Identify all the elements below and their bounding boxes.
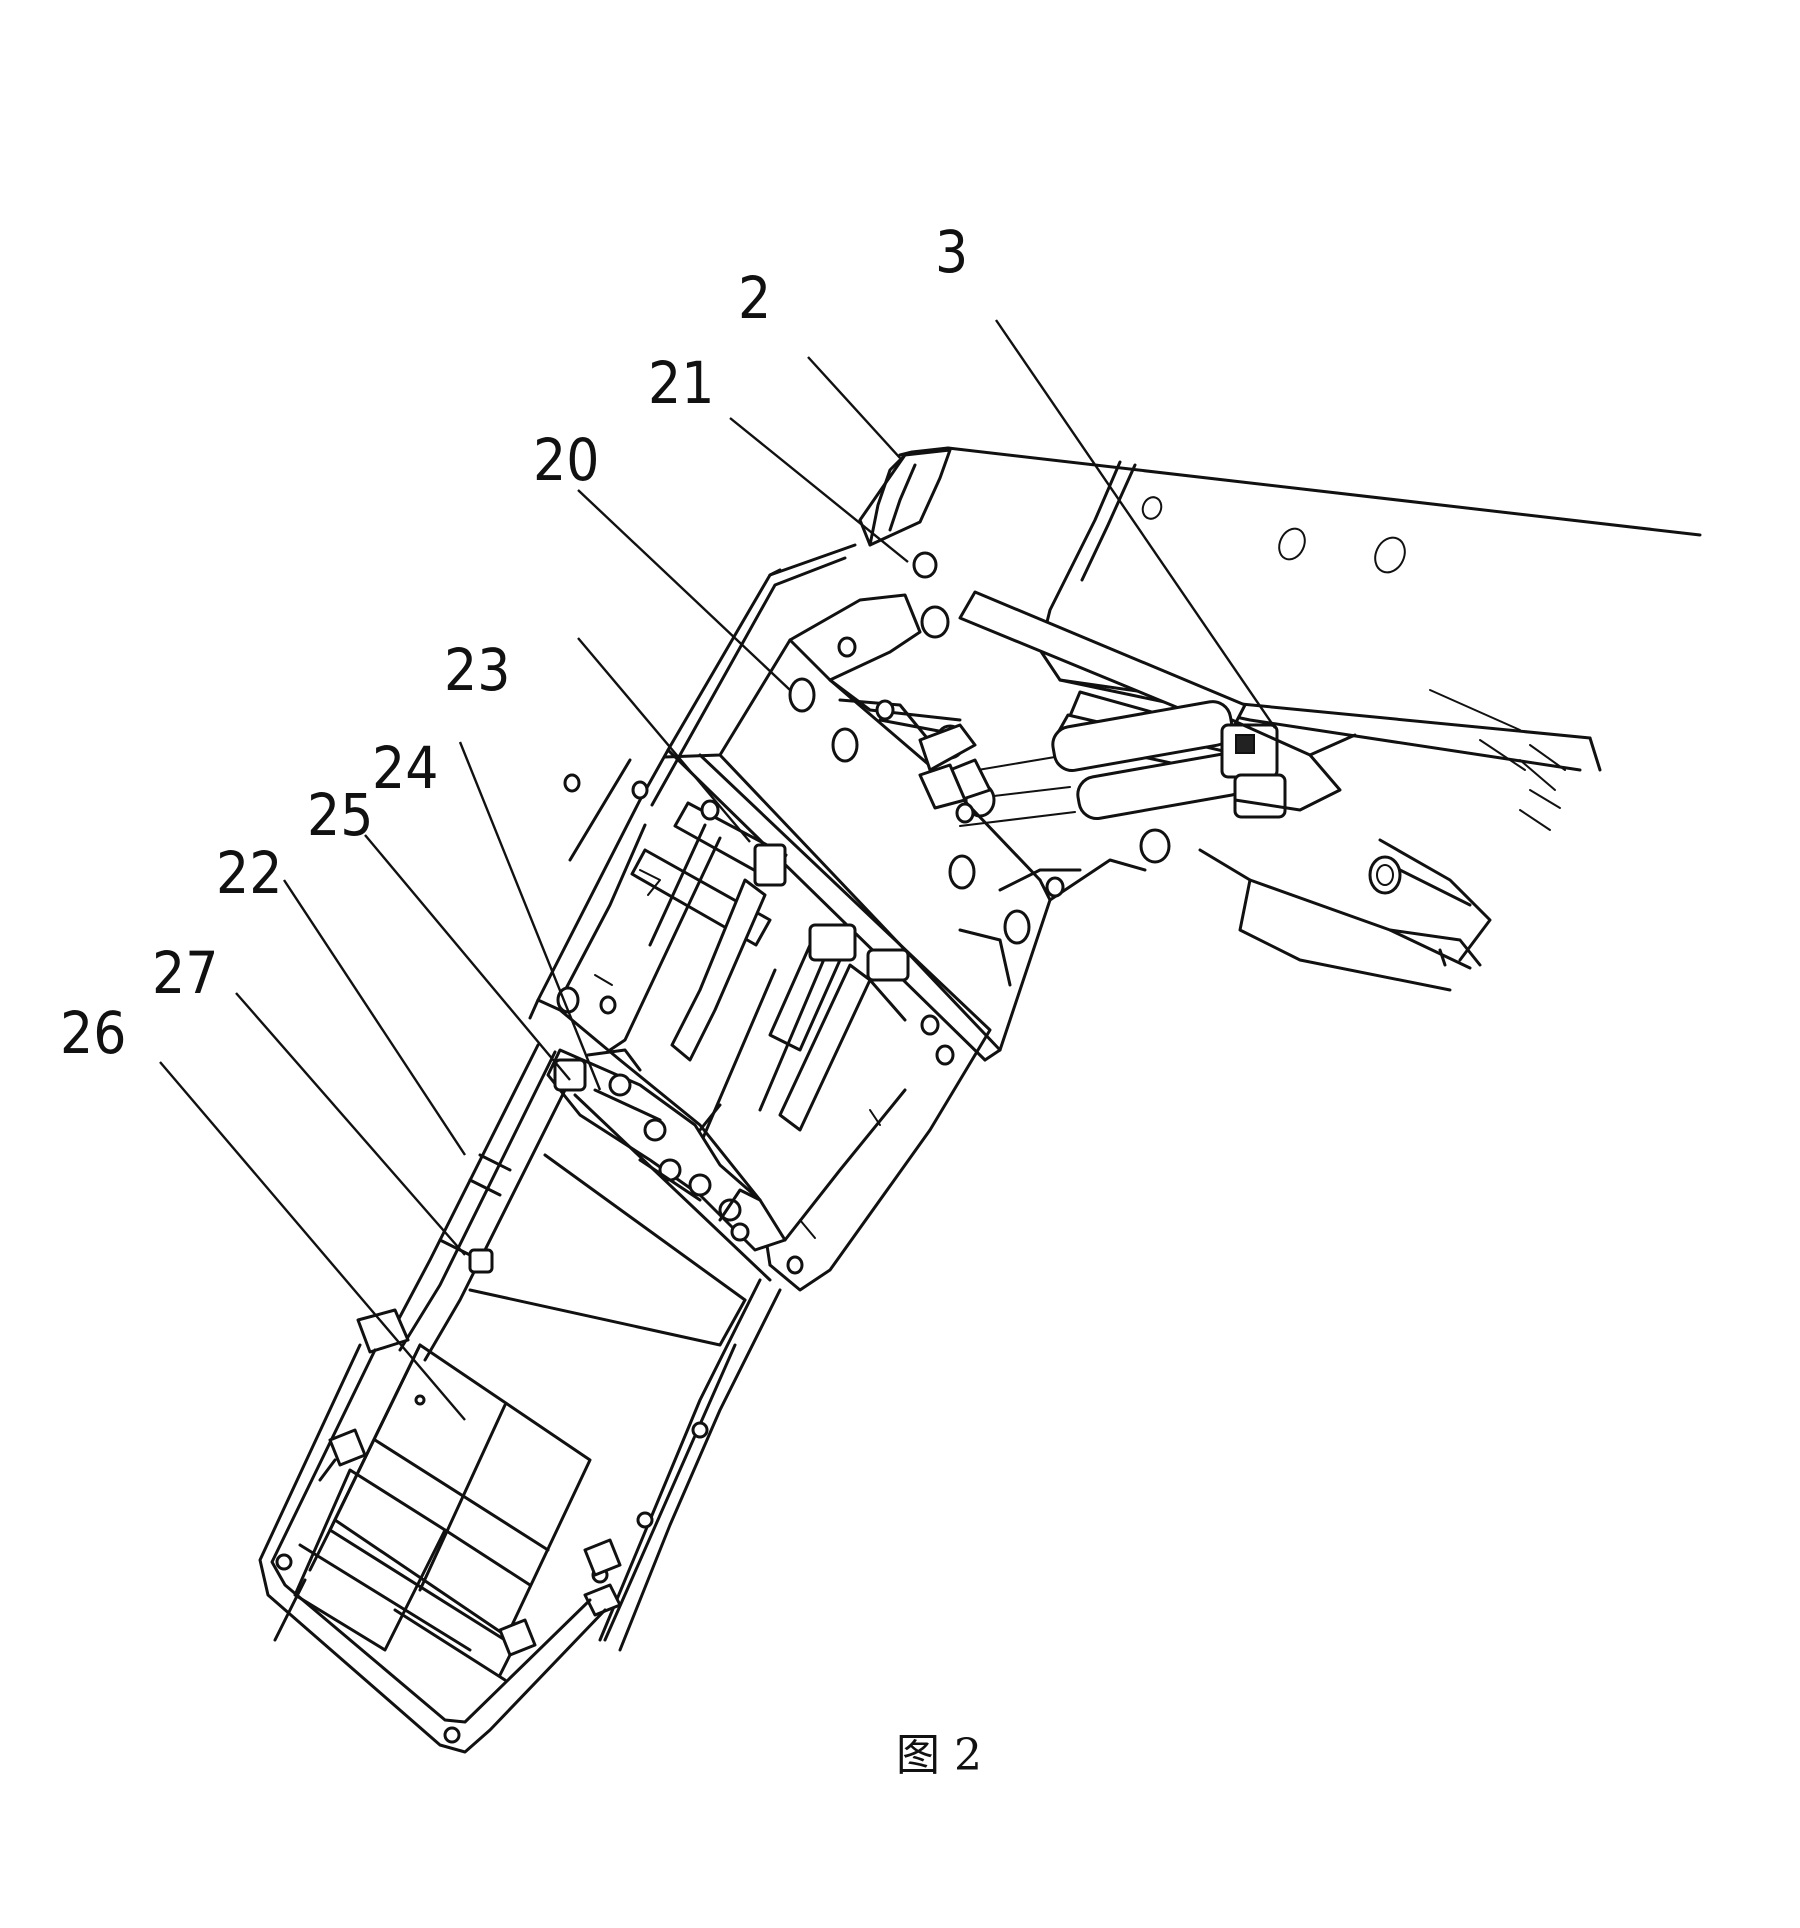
label-22: 22 (216, 839, 282, 907)
label-24: 24 (372, 734, 438, 802)
leader-23 (577, 637, 751, 843)
reference-labels: 2 3 20 21 22 23 24 25 26 27 (60, 218, 968, 1067)
label-21: 21 (648, 349, 714, 417)
upper-boom (858, 446, 1702, 992)
leader-27 (235, 992, 466, 1256)
leader-22 (282, 879, 467, 1156)
leader-21 (729, 417, 909, 563)
label-27: 27 (152, 939, 218, 1007)
label-3: 3 (935, 218, 968, 286)
label-23: 23 (444, 636, 510, 704)
label-26: 26 (60, 999, 126, 1067)
middle-assembly (536, 748, 992, 1292)
label-25: 25 (307, 781, 373, 849)
leader-20 (577, 489, 791, 691)
leader-2 (807, 356, 901, 459)
label-20: 20 (533, 426, 599, 494)
leader-24 (458, 741, 602, 1091)
label-2: 2 (738, 264, 771, 332)
boom-cylinders (912, 551, 1357, 827)
leader-25 (364, 834, 571, 1081)
leader-3 (995, 319, 1276, 729)
leader-lines (159, 319, 1276, 1421)
mounting-frame (528, 543, 1147, 1062)
lower-platform (258, 1043, 782, 1754)
figure-caption: 图 2 (896, 1730, 982, 1781)
leader-26 (159, 1061, 466, 1421)
